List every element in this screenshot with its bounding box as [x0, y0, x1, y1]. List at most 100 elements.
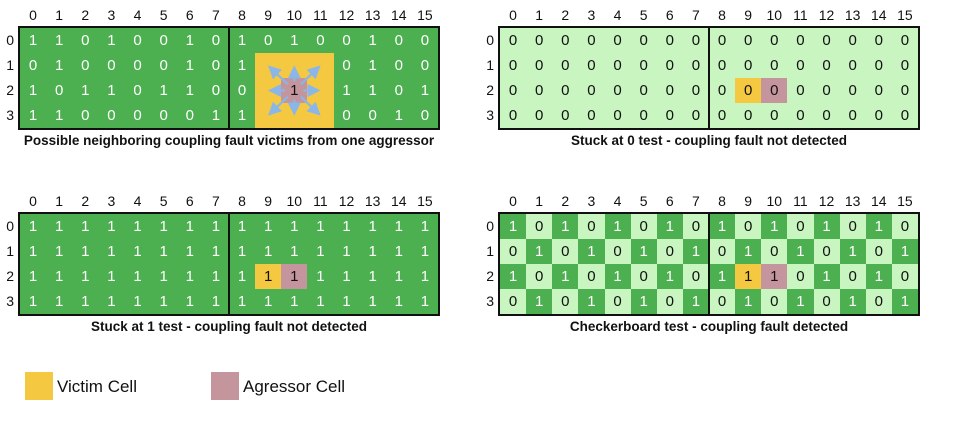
memory-cell: 1: [526, 289, 553, 314]
memory-cell: 1: [229, 289, 256, 314]
column-number: 7: [212, 7, 220, 23]
memory-cell: 0: [500, 103, 527, 128]
column-number: 0: [509, 7, 517, 23]
memory-cell: 1: [176, 289, 203, 314]
memory-cell: 1: [604, 264, 631, 289]
memory-cell: 1: [20, 289, 47, 314]
memory-cell: 0: [578, 103, 605, 128]
memory-cell: 0: [865, 289, 892, 314]
column-number: 0: [509, 193, 517, 209]
column-number: 13: [844, 7, 861, 23]
column-number: 8: [718, 193, 726, 209]
column-number: 2: [561, 7, 570, 23]
memory-cell: 1: [813, 264, 840, 289]
memory-cell: 1: [526, 239, 553, 264]
memory-cell: 1: [891, 289, 918, 314]
memory-cell: 1: [839, 239, 866, 264]
memory-cell: 0: [761, 53, 788, 78]
memory-cell: 1: [359, 28, 386, 53]
memory-cell: 1: [150, 239, 177, 264]
column-number: 5: [159, 7, 168, 23]
bank-divider: [708, 28, 710, 128]
memory-cell: 0: [150, 28, 177, 53]
memory-cell: 1: [202, 264, 229, 289]
memory-cell: 0: [202, 53, 229, 78]
memory-cell: 1: [630, 289, 657, 314]
row-number: 3: [6, 107, 14, 123]
memory-cell: 0: [682, 28, 709, 53]
caption: Possible neighboring coupling fault vict…: [23, 133, 435, 148]
memory-cell: 1: [124, 214, 151, 239]
memory-cell: 0: [526, 78, 553, 103]
memory-cell: 0: [787, 78, 814, 103]
memory-cell: 1: [98, 239, 125, 264]
memory-cell: 0: [552, 289, 579, 314]
column-number: 10: [766, 193, 783, 209]
memory-cell: 0: [813, 239, 840, 264]
memory-cell: 1: [813, 214, 840, 239]
column-number: 12: [338, 7, 355, 23]
memory-cell: 1: [281, 214, 308, 239]
memory-cell: 1: [735, 289, 762, 314]
memory-cell: 0: [500, 53, 527, 78]
column-number: 14: [871, 193, 887, 209]
memory-cell: 0: [411, 28, 438, 53]
aggressor-label: Agressor Cell: [243, 377, 346, 396]
memory-cell: 1: [176, 264, 203, 289]
memory-cell: 1: [359, 78, 386, 103]
memory-cell: 0: [604, 28, 631, 53]
memory-cell: 1: [229, 28, 256, 53]
memory-cell: 1: [98, 28, 125, 53]
memory-cell: 0: [359, 103, 386, 128]
column-number: 4: [133, 7, 142, 23]
memory-cell: 0: [124, 28, 151, 53]
memory-cell: 1: [229, 239, 256, 264]
memory-cell: 0: [630, 53, 657, 78]
victim-cell: 0: [735, 78, 762, 103]
column-number: 8: [238, 193, 246, 209]
victim-cell: [255, 103, 282, 128]
memory-cell: 0: [682, 214, 709, 239]
memory-cell: 0: [526, 214, 553, 239]
memory-cell: 1: [229, 103, 256, 128]
memory-cell: 1: [787, 289, 814, 314]
memory-cell: 1: [20, 78, 47, 103]
memory-cell: 0: [578, 264, 605, 289]
column-number: 11: [793, 7, 808, 23]
memory-cell: 1: [20, 239, 47, 264]
memory-cell: 0: [735, 53, 762, 78]
column-number: 1: [55, 7, 64, 23]
memory-cell: 1: [307, 289, 334, 314]
memory-cell: 0: [891, 78, 918, 103]
memory-cell: 1: [552, 264, 579, 289]
column-number: 6: [185, 7, 194, 23]
memory-cell: 1: [281, 289, 308, 314]
memory-cell: 1: [578, 239, 605, 264]
memory-cell: 1: [255, 289, 282, 314]
memory-cell: 0: [500, 289, 527, 314]
memory-cell: 0: [552, 103, 579, 128]
victim-cell: 1: [735, 264, 762, 289]
memory-cell: 0: [865, 28, 892, 53]
memory-cell: 1: [202, 103, 229, 128]
column-number: 2: [81, 193, 90, 209]
memory-cell: 0: [552, 78, 579, 103]
memory-cell: 0: [813, 53, 840, 78]
memory-cell: 1: [385, 264, 412, 289]
memory-cell: 1: [72, 214, 99, 239]
memory-cell: 0: [333, 53, 360, 78]
memory-cell: 0: [709, 28, 736, 53]
column-number: 8: [238, 7, 246, 23]
column-number: 14: [871, 7, 887, 23]
memory-cell: 0: [333, 28, 360, 53]
memory-cell: 0: [411, 103, 438, 128]
column-number: 15: [897, 193, 913, 209]
caption: Stuck at 0 test - coupling fault not det…: [570, 133, 848, 148]
memory-cell: 0: [72, 28, 99, 53]
memory-cell: 1: [359, 289, 386, 314]
column-number: 10: [286, 193, 303, 209]
